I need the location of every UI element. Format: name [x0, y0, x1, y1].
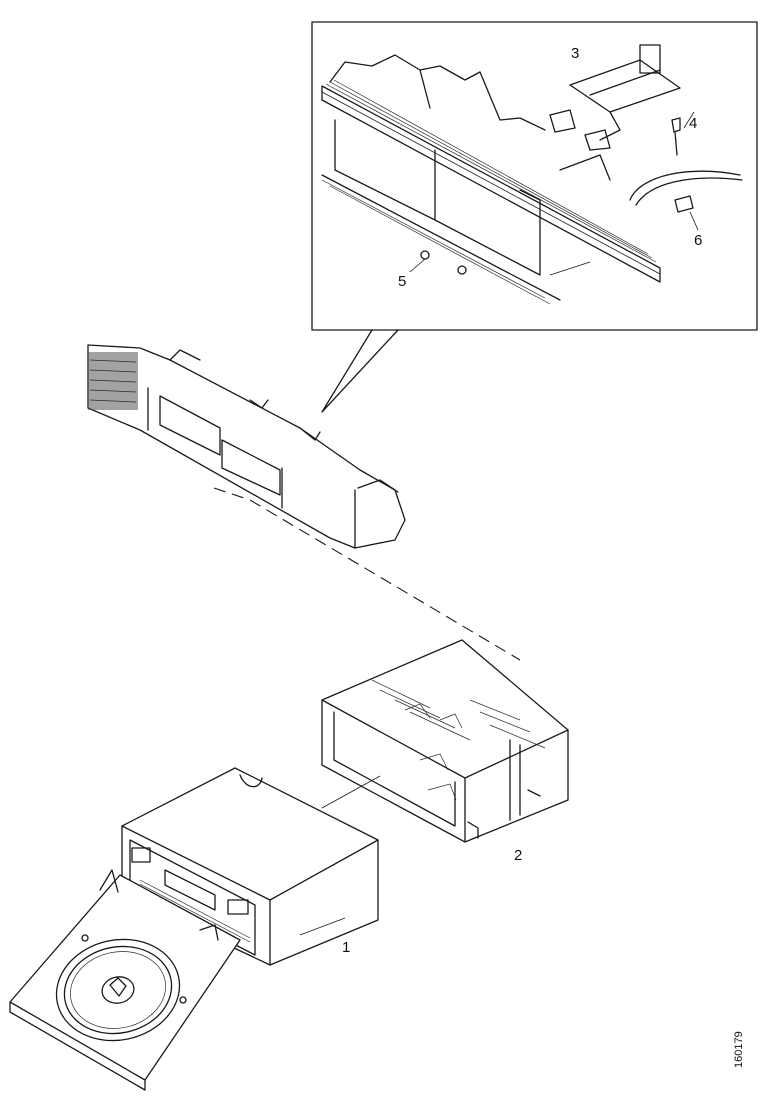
figure-code: 160179: [733, 1031, 745, 1068]
disc-tray: [9, 869, 241, 1091]
callout-1: 1: [342, 939, 350, 956]
callout-2: 2: [514, 847, 522, 864]
front-bezel-rail: [87, 344, 406, 549]
callout-6: 6: [694, 232, 702, 249]
mounting-sleeve: [321, 639, 569, 843]
callout-4: 4: [689, 115, 697, 132]
sleeve-leader: [321, 775, 381, 809]
inset-leader: [321, 329, 399, 413]
alignment-dashed-line: [213, 487, 521, 661]
detail-inset: [311, 21, 758, 331]
callout-5: 5: [398, 273, 406, 290]
radio-leader: [299, 917, 346, 936]
callout-3: 3: [571, 45, 579, 62]
